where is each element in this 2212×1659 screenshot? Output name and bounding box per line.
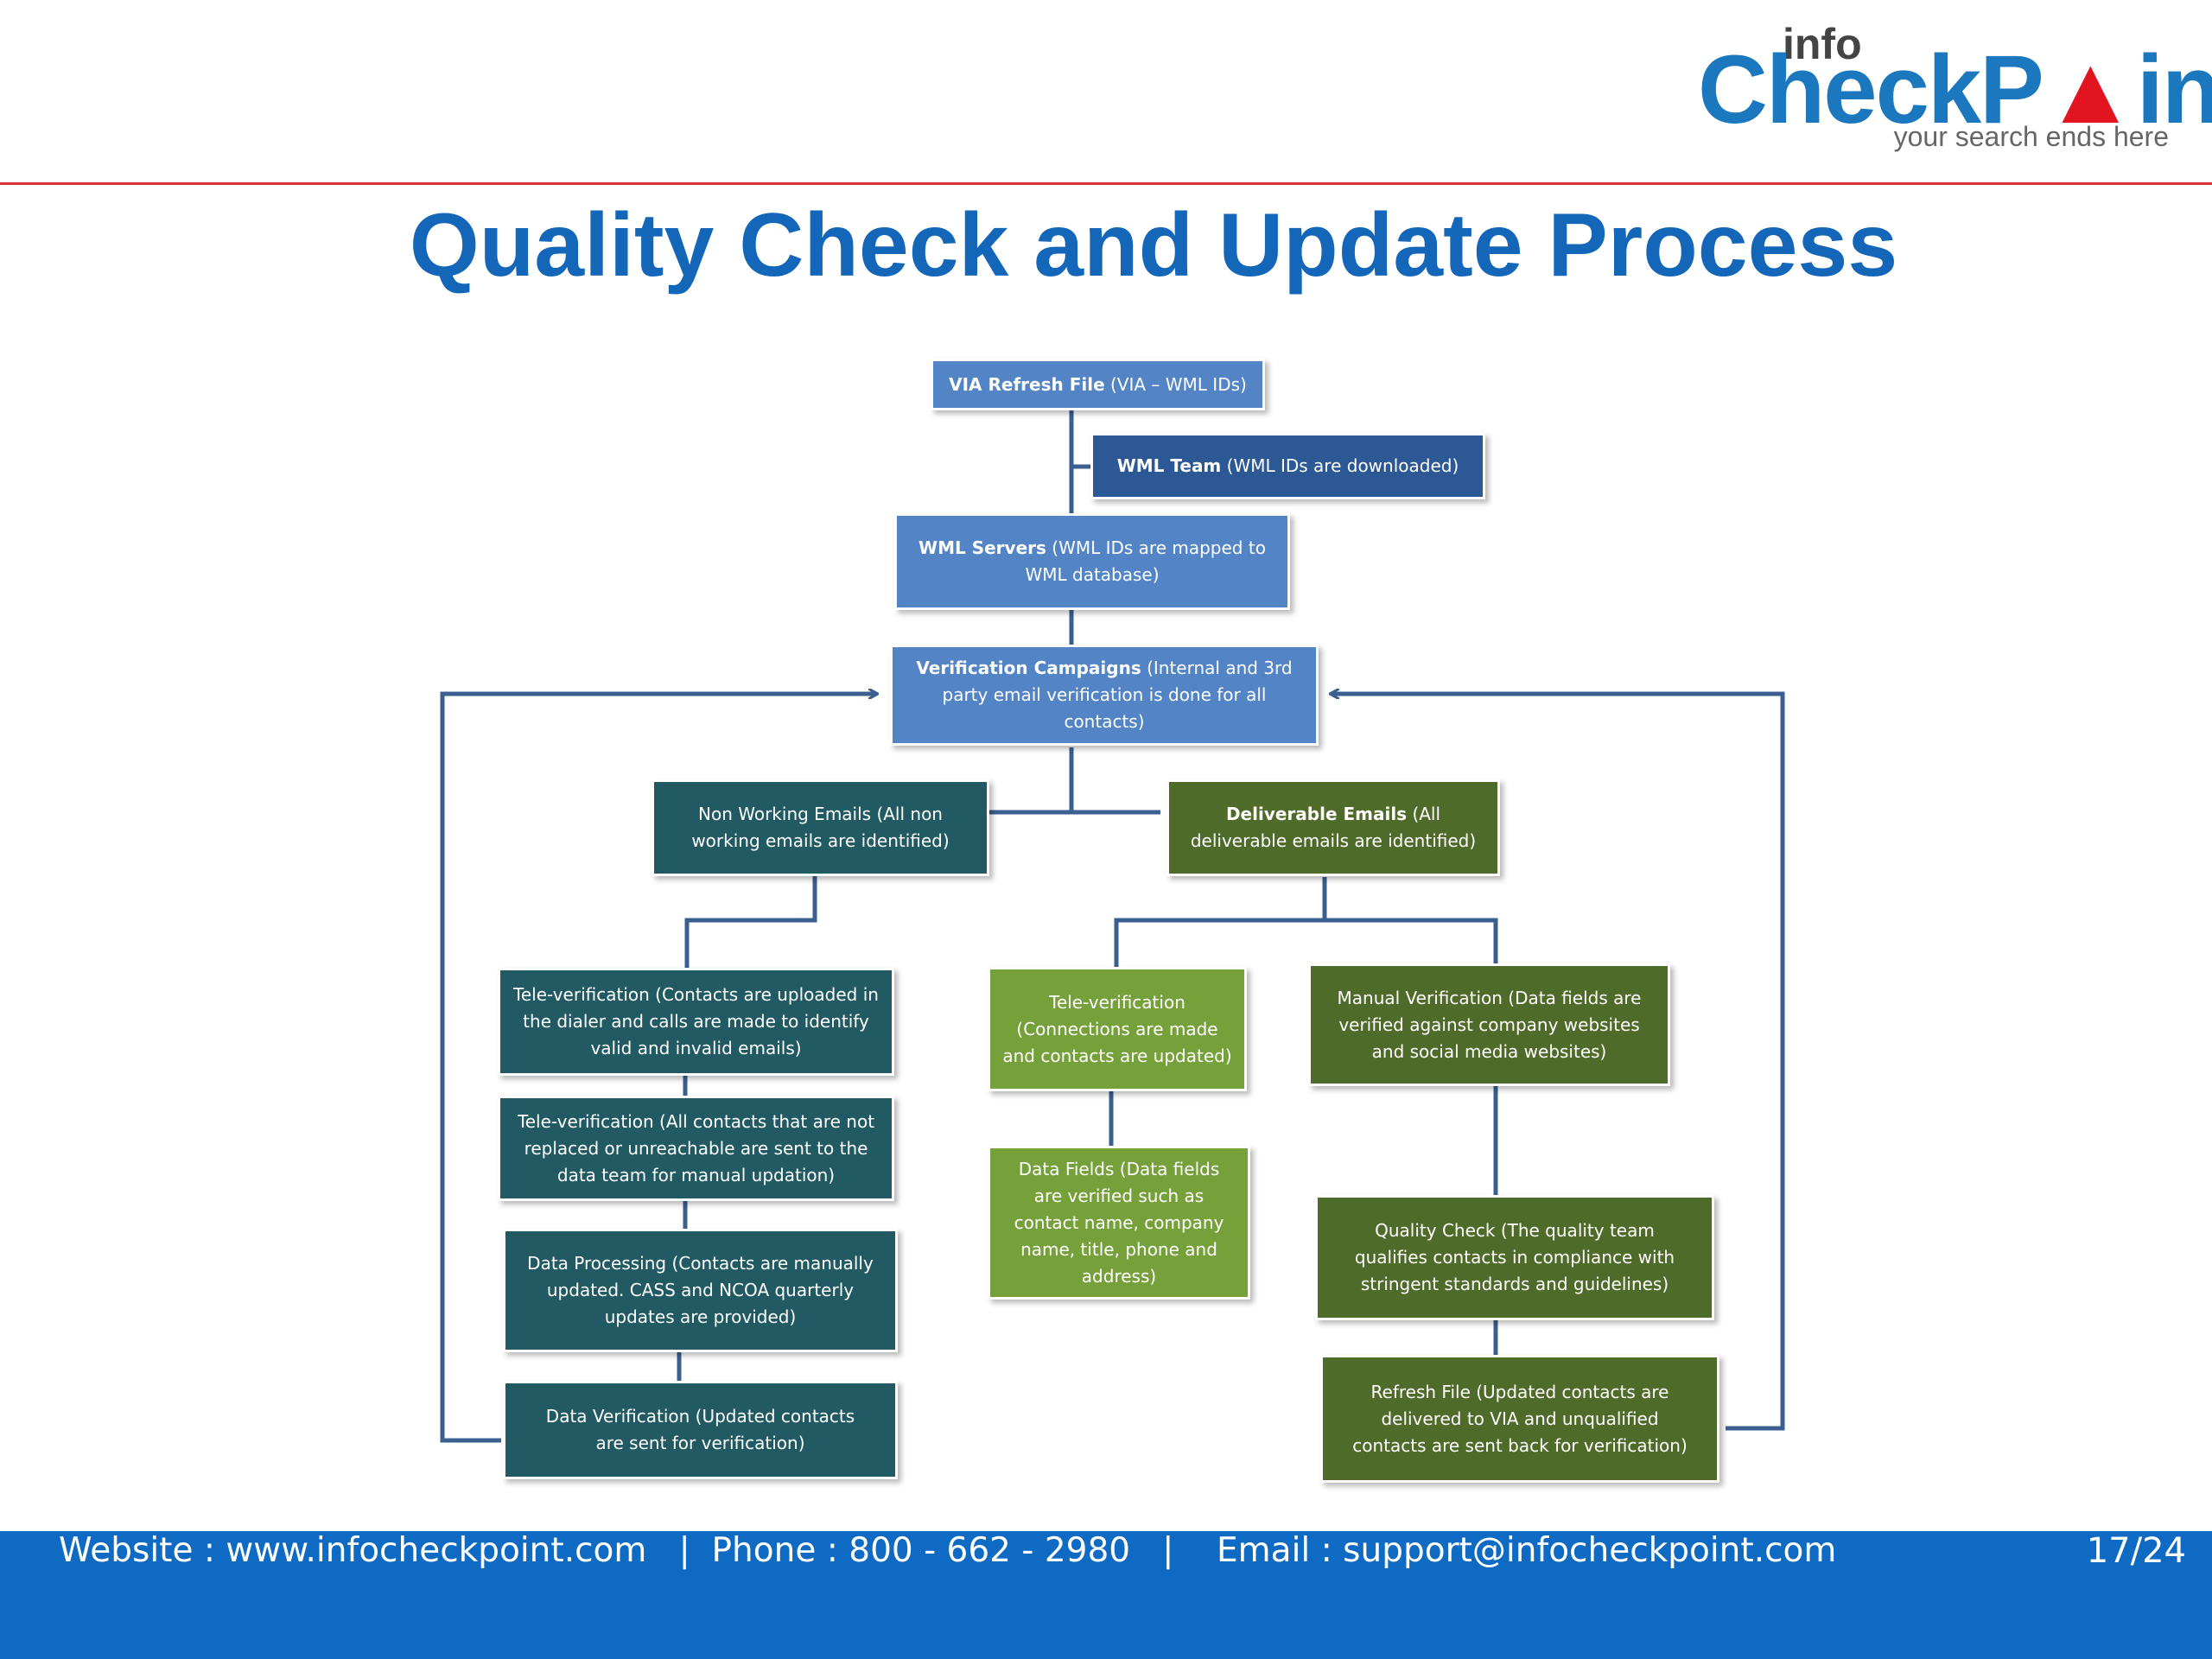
data-verification-text: Data Verification (Updated contacts are … (545, 1406, 855, 1453)
logo-tagline: your search ends here (1893, 121, 2169, 152)
via-refresh-file-title: VIA Refresh File (949, 373, 1105, 395)
tele-verification-manual-box: Tele-verification (All contacts that are… (498, 1096, 894, 1201)
infocheckpoint-logo: info CheckP▲int your search ends here (1685, 19, 2212, 166)
wml-servers-title: WML Servers (918, 537, 1046, 558)
via-refresh-file-detail: (VIA – WML IDs) (1104, 373, 1247, 395)
manual-verification-box: Manual Verification (Data fields are ver… (1308, 963, 1670, 1086)
tele-verification-dialer-box: Tele-verification (Contacts are uploaded… (498, 968, 894, 1076)
location-pin-icon: ▲ (2042, 35, 2139, 143)
deliverable-emails-box: Deliverable Emails (All deliverable emai… (1166, 779, 1500, 876)
verification-campaigns-detail: (Internal and 3rd party email verificati… (942, 658, 1293, 732)
non-working-emails-box: Non Working Emails (All non working emai… (652, 779, 989, 876)
logo-prefix: info (1783, 20, 1862, 68)
header-divider (0, 182, 2212, 185)
wml-team-title: WML Team (1116, 455, 1222, 476)
tele-verification-dialer-text: Tele-verification (Contacts are uploaded… (513, 984, 879, 1058)
logo-brand-end: int (2136, 35, 2212, 143)
data-fields-box: Data Fields (Data fields are verified su… (988, 1146, 1250, 1300)
loop-right-arrow (1331, 694, 1785, 1431)
data-processing-text: Data Processing (Contacts are manually u… (527, 1253, 874, 1327)
page-title: Quality Check and Update Process (409, 195, 1898, 296)
tele-verification-manual-text: Tele-verification (All contacts that are… (517, 1110, 875, 1185)
non-working-emails-text: Non Working Emails (All non working emai… (691, 804, 950, 851)
connector-campaigns-split (988, 747, 1160, 815)
wml-team-detail: (WML IDs are downloaded) (1221, 455, 1459, 476)
deliverable-emails-title: Deliverable Emails (1225, 804, 1408, 824)
data-processing-box: Data Processing (Contacts are manually u… (503, 1229, 898, 1352)
via-refresh-file-box: VIA Refresh File (VIA – WML IDs) (931, 359, 1265, 410)
footer-bar: Website : www.infocheckpoint.com | Phone… (0, 1531, 2212, 1659)
quality-check-text: Quality Check (The quality team qualifie… (1354, 1220, 1675, 1294)
wml-servers-detail: (WML IDs are mapped to WML database) (1025, 537, 1266, 585)
verification-campaigns-title: Verification Campaigns (916, 658, 1141, 678)
data-fields-text: Data Fields (Data fields are verified su… (1014, 1158, 1224, 1287)
manual-verification-text: Manual Verification (Data fields are ver… (1337, 987, 1642, 1062)
data-verification-box: Data Verification (Updated contacts are … (503, 1381, 898, 1479)
footer-contact-info: Website : www.infocheckpoint.com | Phone… (59, 1531, 1837, 1570)
wml-team-box: WML Team (WML IDs are downloaded) (1090, 433, 1485, 499)
tele-verification-connections-box: Tele-verification (Connections are made … (988, 967, 1247, 1091)
refresh-file-box: Refresh File (Updated contacts are deliv… (1320, 1355, 1719, 1483)
slide-page-number: 17/24 (2086, 1531, 2186, 1571)
verification-campaigns-box: Verification Campaigns (Internal and 3rd… (890, 645, 1319, 746)
tele-verification-connections-text: Tele-verification (Connections are made … (1002, 991, 1232, 1066)
loop-left-arrow (440, 694, 877, 1443)
refresh-file-text: Refresh File (Updated contacts are deliv… (1352, 1381, 1688, 1456)
logo-brand-start: CheckP (1698, 35, 2044, 143)
deliverable-emails-detail: (All deliverable emails are identified) (1190, 804, 1477, 851)
wml-servers-box: WML Servers (WML IDs are mapped to WML d… (894, 513, 1290, 610)
quality-check-box: Quality Check (The quality team qualifie… (1315, 1195, 1714, 1320)
connector-teal-chain (677, 1073, 688, 1381)
connector-nonworking-down (684, 873, 817, 968)
connector-deliverable-down (1114, 877, 1498, 969)
logo-brand: CheckP▲int (1698, 41, 2212, 138)
